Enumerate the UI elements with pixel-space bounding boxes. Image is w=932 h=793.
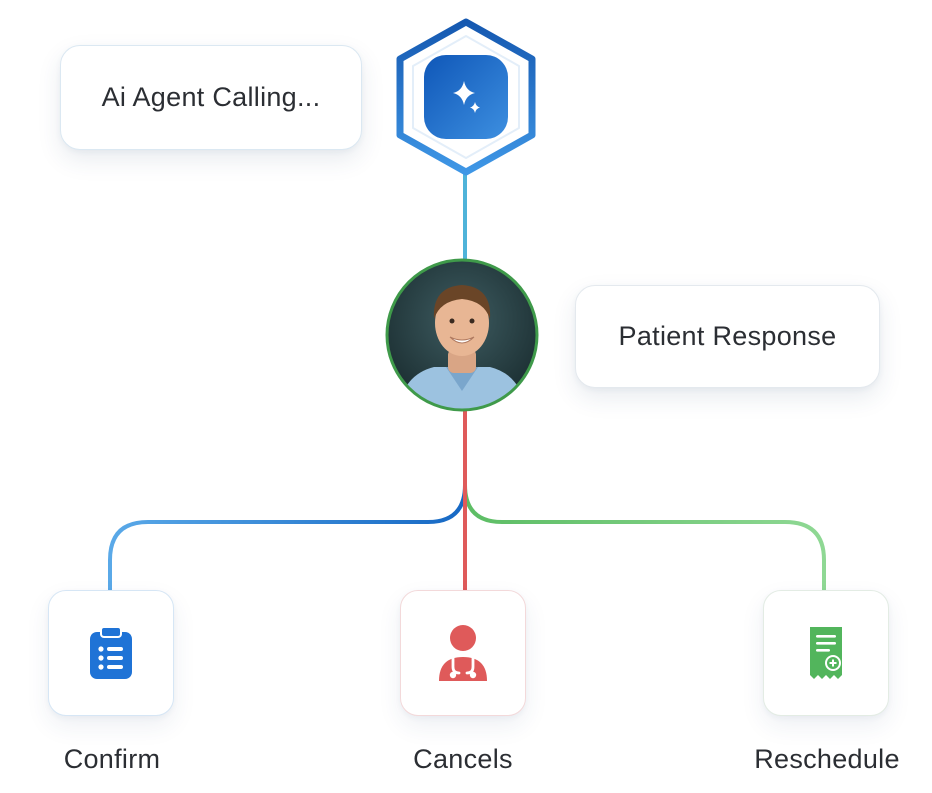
reschedule-outcome-card[interactable] xyxy=(763,590,889,716)
reschedule-branch-connector xyxy=(463,484,826,592)
reschedule-label: Reschedule xyxy=(754,744,900,774)
agent-calling-text: Ai Agent Calling... xyxy=(101,82,321,112)
confirm-outcome-card[interactable] xyxy=(48,590,174,716)
cancels-outcome-card[interactable] xyxy=(400,590,526,716)
patient-response-text: Patient Response xyxy=(618,321,837,351)
ai-agent-badge xyxy=(396,18,536,176)
sparkle-icon xyxy=(453,81,480,113)
agent-calling-bubble: Ai Agent Calling... xyxy=(60,45,362,150)
doctor-stethoscope-icon xyxy=(439,625,487,681)
medical-receipt-icon xyxy=(810,627,842,679)
clipboard-list-icon xyxy=(90,626,132,679)
confirm-label: Confirm xyxy=(63,744,161,774)
cancels-label: Cancels xyxy=(413,744,513,774)
patient-response-bubble: Patient Response xyxy=(575,285,880,388)
confirm-branch-connector xyxy=(108,484,467,592)
patient-avatar xyxy=(385,258,539,412)
